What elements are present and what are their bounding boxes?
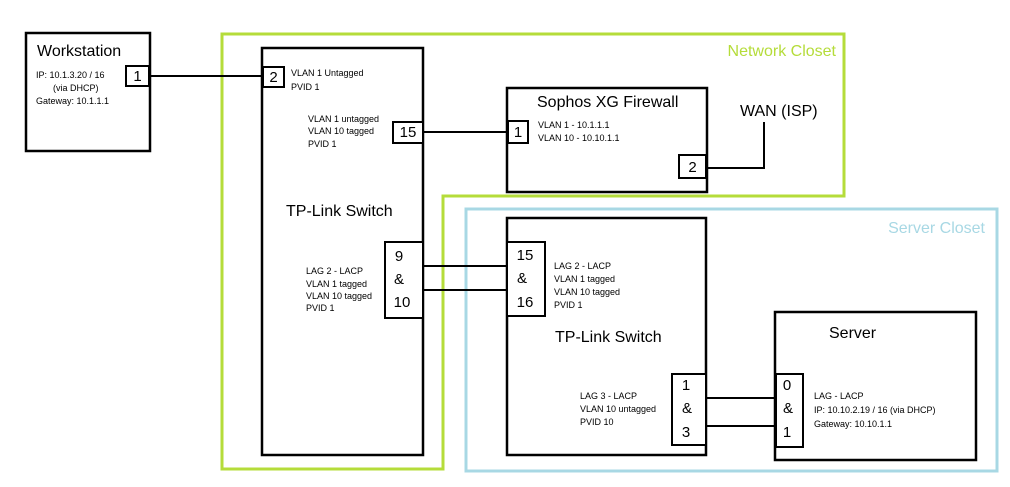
firewall-port-2 xyxy=(678,154,707,179)
network-switch-lag-num-1: 9 xyxy=(395,248,403,265)
network-switch-lag-info-3: VLAN 10 tagged xyxy=(306,291,372,301)
server-lag-info: LAG - LACP xyxy=(814,391,864,401)
server-title: Server xyxy=(829,325,877,342)
workstation-port-1 xyxy=(125,65,150,87)
workstation-ip: IP: 10.1.3.20 / 16 xyxy=(36,70,105,80)
network-switch-port-2-pvid: PVID 1 xyxy=(291,82,320,92)
server-switch-lag3-info-3: PVID 10 xyxy=(580,417,614,427)
firewall-device: Sophos XG Firewall 1 VLAN 1 - 10.1.1.1 V… xyxy=(505,86,709,194)
network-closet-zone: Network Closet xyxy=(220,32,846,471)
network-switch-lag-info-4: PVID 1 xyxy=(306,303,335,313)
server-closet-label: Server Closet xyxy=(888,220,985,237)
network-switch-lag-port xyxy=(384,241,424,319)
network-switch-lag-info-2: VLAN 1 tagged xyxy=(306,279,367,289)
firewall-vlan10: VLAN 10 - 10.10.1.1 xyxy=(538,133,620,143)
server-switch-lag2-num-2: 16 xyxy=(517,294,534,311)
server-switch-lag2-info-1: LAG 2 - LACP xyxy=(554,261,611,271)
network-switch-title: TP-Link Switch xyxy=(286,203,393,220)
server-switch-lag2-info-4: PVID 1 xyxy=(554,300,583,310)
server-closet-border xyxy=(464,207,999,473)
server-switch-lag2-port xyxy=(506,241,546,317)
server-device: Server 0 & 1 LAG - LACP IP: 10.10.2.19 /… xyxy=(773,310,978,462)
wan-label: WAN (ISP) xyxy=(740,103,818,120)
server-switch-title: TP-Link Switch xyxy=(555,329,662,346)
network-switch-device: TP-Link Switch 2 VLAN 1 Untagged PVID 1 … xyxy=(260,46,425,457)
firewall-port-1 xyxy=(507,120,529,144)
firewall-vlan1: VLAN 1 - 10.1.1.1 xyxy=(538,120,610,130)
server-switch-lag2-amp: & xyxy=(517,270,527,287)
workstation-title: Workstation xyxy=(37,43,121,60)
firewall-port-2-label: 2 xyxy=(688,159,696,176)
workstation-dhcp: (via DHCP) xyxy=(53,83,99,93)
server-port-amp: & xyxy=(783,400,793,417)
server-switch-lag3-info-2: VLAN 10 untagged xyxy=(580,404,656,414)
network-switch-port-2 xyxy=(262,66,285,88)
server-lag-port xyxy=(775,373,804,448)
server-switch-lag2-info-3: VLAN 10 tagged xyxy=(554,287,620,297)
network-switch-port-15-vlan1: VLAN 1 untagged xyxy=(308,114,379,124)
network-switch-port-2-label: 2 xyxy=(269,69,277,86)
network-switch-port-15-vlan10: VLAN 10 tagged xyxy=(308,126,374,136)
server-ip-info: IP: 10.10.2.19 / 16 (via DHCP) xyxy=(814,405,936,415)
network-switch-lag-num-2: 10 xyxy=(394,294,411,311)
link-firewall-wan xyxy=(707,122,765,169)
network-switch-port-15-label: 15 xyxy=(400,124,417,141)
network-switch-lag-amp: & xyxy=(394,271,404,288)
workstation-port-1-label: 1 xyxy=(133,68,141,85)
network-closet-border xyxy=(220,32,846,471)
server-box xyxy=(773,310,978,462)
server-switch-lag2-info-2: VLAN 1 tagged xyxy=(554,274,615,284)
workstation-device: Workstation IP: 10.1.3.20 / 16 (via DHCP… xyxy=(24,31,152,153)
network-switch-port-15 xyxy=(392,121,424,144)
server-closet-zone: Server Closet xyxy=(464,207,999,473)
server-switch-lag3-num-2: 3 xyxy=(682,424,690,441)
network-switch-lag-info-1: LAG 2 - LACP xyxy=(306,266,363,276)
server-switch-lag3-port xyxy=(671,373,707,446)
server-port-num-2: 1 xyxy=(783,424,791,441)
server-port-num-1: 0 xyxy=(783,377,791,394)
firewall-port-1-label: 1 xyxy=(514,124,522,141)
server-gateway-info: Gateway: 10.10.1.1 xyxy=(814,419,892,429)
server-switch-lag3-num-1: 1 xyxy=(682,377,690,394)
network-closet-label: Network Closet xyxy=(728,43,837,60)
server-switch-lag2-num-1: 15 xyxy=(517,247,534,264)
firewall-title: Sophos XG Firewall xyxy=(537,94,678,111)
workstation-gateway: Gateway: 10.1.1.1 xyxy=(36,96,109,106)
server-switch-lag3-amp: & xyxy=(682,400,692,417)
connections xyxy=(150,75,775,427)
network-switch-port-15-pvid: PVID 1 xyxy=(308,139,337,149)
network-switch-port-2-vlan: VLAN 1 Untagged xyxy=(291,68,364,78)
server-switch-lag3-info-1: LAG 3 - LACP xyxy=(580,391,637,401)
server-switch-device: TP-Link Switch 15 & 16 LAG 2 - LACP VLAN… xyxy=(505,216,708,457)
workstation-box xyxy=(24,31,152,153)
